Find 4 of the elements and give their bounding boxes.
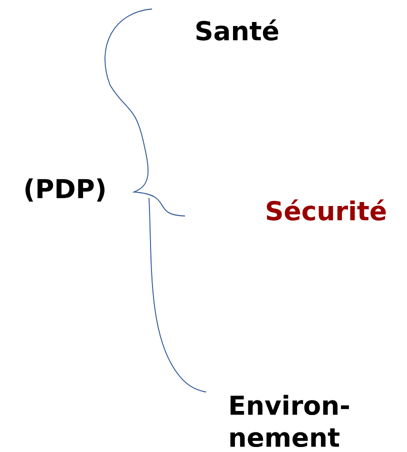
category-label: Santé xyxy=(196,19,278,41)
category-label: Environ- nement xyxy=(230,394,349,448)
acronym-label: (PDP) xyxy=(26,178,104,202)
category-label: Sécurité xyxy=(266,199,386,221)
